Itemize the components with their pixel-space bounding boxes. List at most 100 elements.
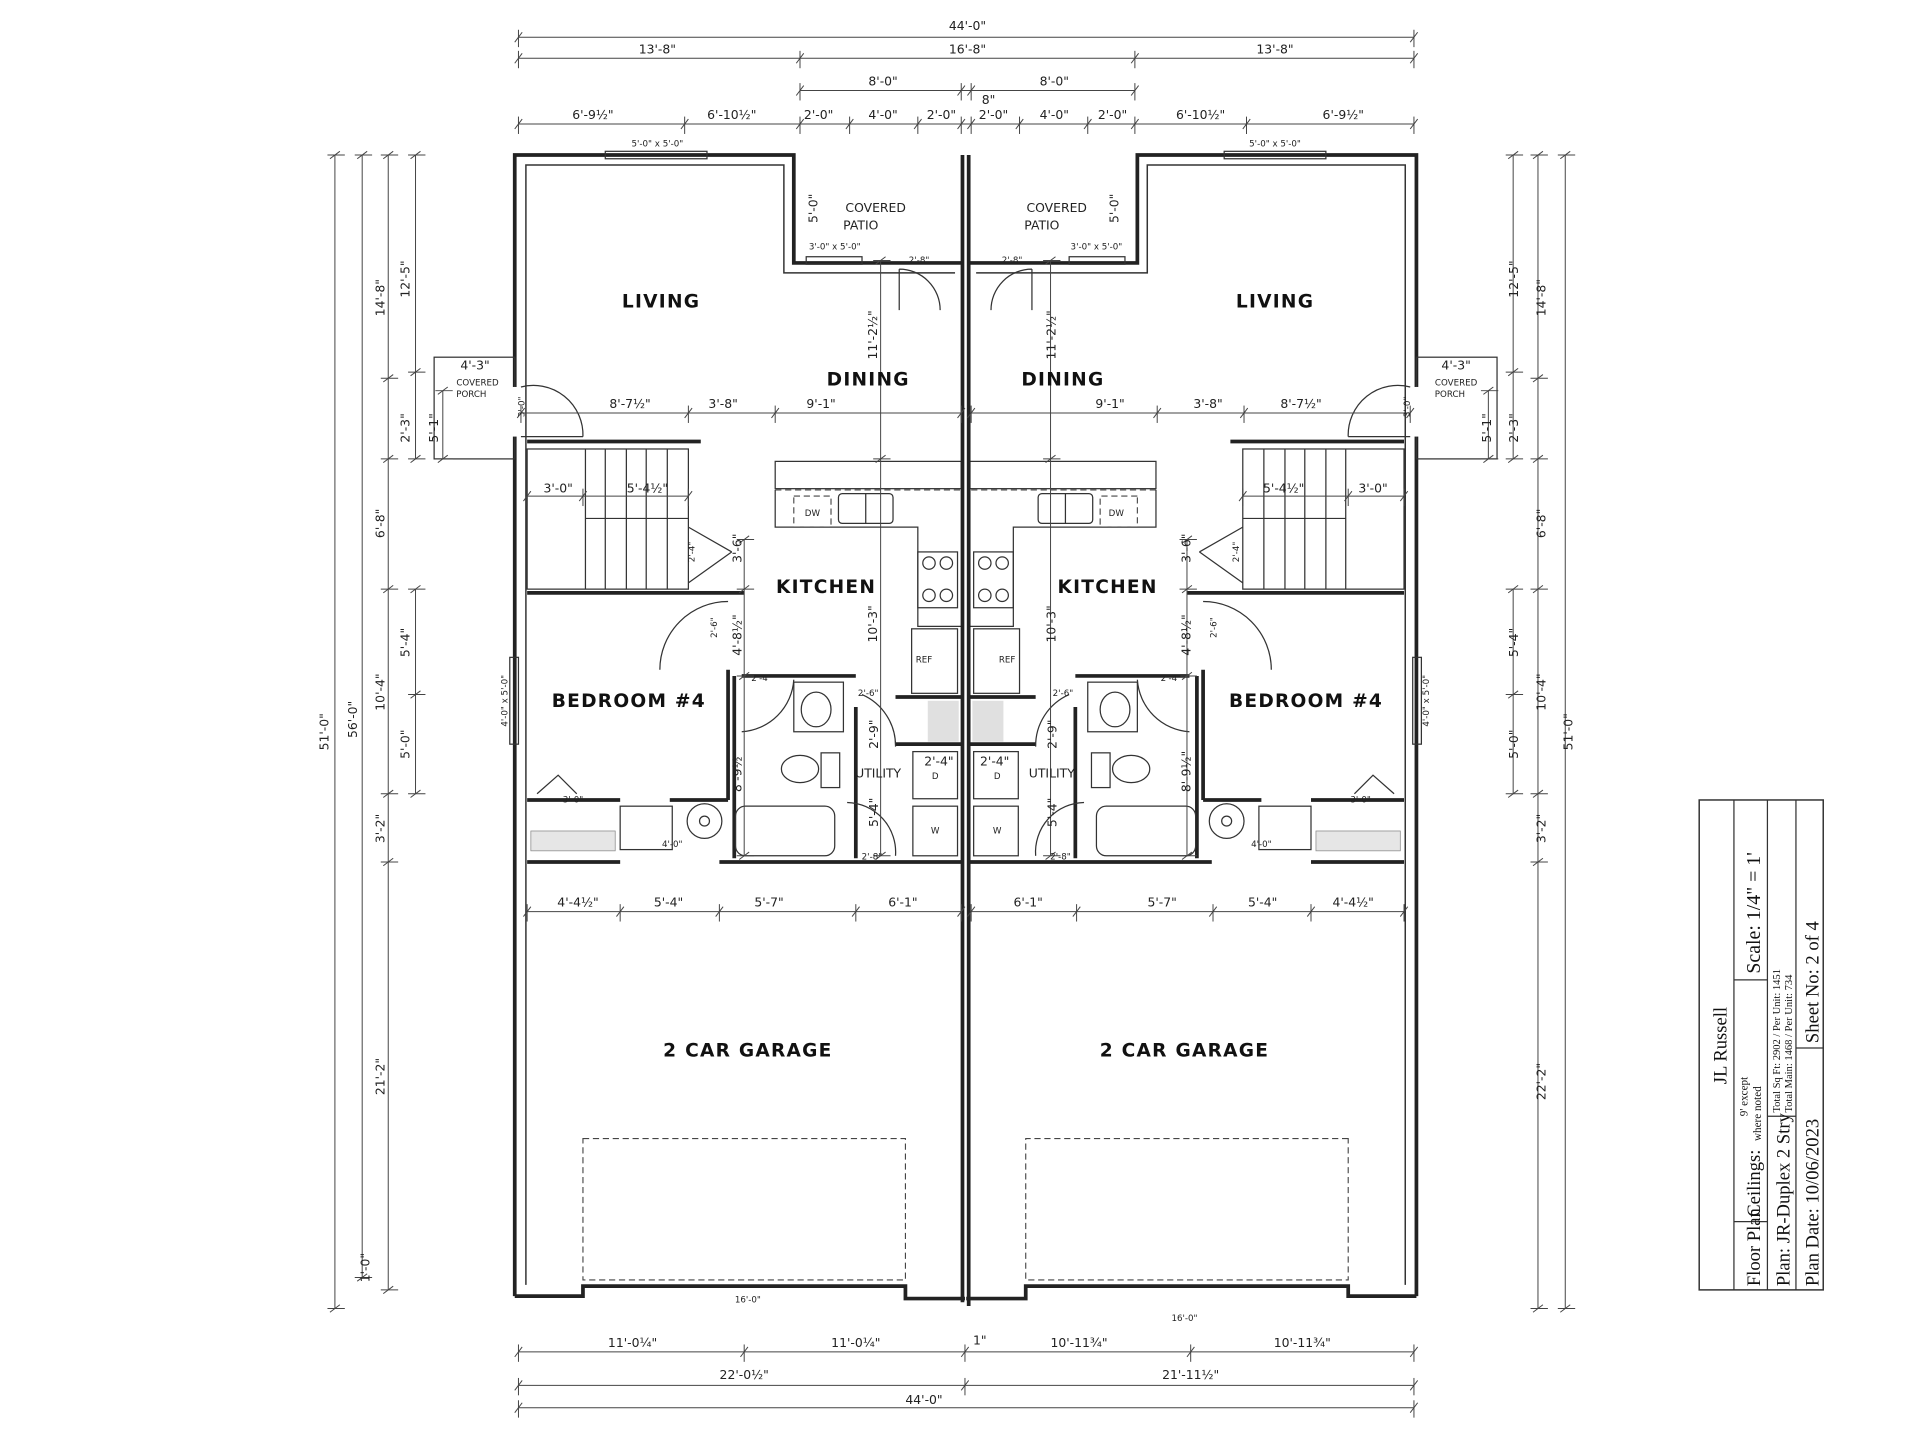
dim-bottom: 10'-11¾" (1051, 1335, 1108, 1350)
washer-right: W (993, 826, 1002, 836)
dim: 4'-3" (1441, 358, 1470, 373)
dim: 3'-0" (1350, 795, 1371, 805)
patio-label-right-1: COVERED (1026, 200, 1086, 215)
dim-porch: 4'-3" (460, 358, 489, 373)
dim-left: 6'-8" (373, 509, 388, 538)
dishwasher-left: DW (805, 509, 821, 519)
dim: 3'-0" (1403, 397, 1413, 418)
dim: 5'-0" (1107, 194, 1122, 223)
dim: 2'-6" (1053, 689, 1074, 699)
ceilings-label: Ceilings: (1744, 1150, 1765, 1217)
dim-right: 51'-0" (1561, 713, 1576, 750)
dim-top: 6'-10½" (1176, 107, 1225, 122)
dim-bottom: 10'-11¾" (1274, 1335, 1331, 1350)
porch-label-left-2: PORCH (456, 390, 486, 400)
dim-right: 3'-2" (1533, 814, 1548, 843)
dim-left: 51'-0" (317, 713, 332, 750)
room-bedroom-left: BEDROOM #4 (552, 691, 706, 712)
dim-top: 8'-0" (1040, 74, 1069, 89)
dim: 5'-4½" (627, 480, 668, 495)
dim-left: 5'-0" (397, 729, 412, 758)
dim: 2'-8" (862, 853, 883, 863)
dim-left: 1'-0" (358, 1253, 373, 1282)
designer-name: JL Russell (1710, 1007, 1731, 1084)
dim: 2'-4" (751, 674, 772, 684)
dim: 8'-9½" (1179, 751, 1194, 792)
dim: 3'-0" (1358, 480, 1387, 495)
interior-dims-right: 4'-3" 3'-0" 5'-0" 2'-8" 11'-2½" 10'-3" 8… (980, 194, 1471, 910)
window-bedroom-right: 4'-0" x 5'-0" (1422, 675, 1432, 727)
dim-garage-door-left: 16'-0" (735, 1295, 761, 1305)
dim: 2'-4" (688, 542, 698, 563)
dim: 8'-7½" (609, 396, 650, 411)
dim-top: 8'-0" (868, 74, 897, 89)
porch-label-left-1: COVERED (456, 379, 499, 389)
dim-right: 22'-2" (1533, 1063, 1548, 1100)
room-bedroom-right: BEDROOM #4 (1229, 691, 1383, 712)
dim-bottom: 22'-0½" (720, 1367, 769, 1382)
dim-right: 2'-3" (1506, 413, 1521, 442)
dim: 5'-7" (1147, 895, 1176, 910)
sheet-number: Sheet No: 2 of 4 (1802, 921, 1823, 1043)
dim-top: 6'-9½" (572, 107, 613, 122)
patio-label-left-2: PATIO (843, 217, 878, 232)
left-unit (432, 149, 967, 1301)
dim: 8'-9½" (730, 751, 745, 792)
dim: 2'-6" (1210, 617, 1220, 638)
dim: 4'-0" (662, 840, 683, 850)
sheet-type: Floor Plan (1744, 1207, 1765, 1286)
dim: 2'-9" (866, 720, 881, 749)
dim-left: 2'-3" (397, 413, 412, 442)
dim-right: 10'-4" (1533, 673, 1548, 710)
dim-top: 6'-10½" (707, 107, 756, 122)
window-patio-left: 3'-0" x 5'-0" (809, 242, 861, 252)
dim-left: 12'-5" (397, 260, 412, 297)
party-wall (960, 155, 971, 1307)
dim-porch-door: 3'-0" (518, 397, 528, 418)
dim-top: 2'-0" (927, 107, 956, 122)
dim: 5'-4½" (1263, 480, 1304, 495)
interior-dims-left: 4'-3" 3'-0" 5'-0" 2'-8" 11'-2½" 10'-3" 8… (460, 194, 953, 910)
dim-right: 12'-5" (1506, 260, 1521, 297)
dim: 6'-1" (888, 895, 917, 910)
dim: 5'-4" (654, 895, 683, 910)
window-living-left: 5'-0" x 5'-0" (632, 139, 684, 149)
scale: Scale: 1/4" = 1' (1743, 852, 1765, 973)
ref-left: REF (916, 655, 933, 665)
dim: 2'-8" (1050, 853, 1071, 863)
dim-bottom: 11'-0¼" (831, 1335, 880, 1350)
dim: 6'-1" (1014, 895, 1043, 910)
dim: 5'-7" (754, 895, 783, 910)
room-garage-right: 2 CAR GARAGE (1100, 1041, 1269, 1062)
window-patio-right: 3'-0" x 5'-0" (1071, 242, 1123, 252)
dim-top: 8" (982, 92, 996, 107)
dim: 4'-8½" (730, 614, 745, 655)
dim-left: 14'-8" (373, 279, 388, 316)
ref-right: REF (999, 655, 1016, 665)
room-dining-left: DINING (827, 370, 910, 391)
dim: 10'-3" (865, 605, 880, 642)
dim-right: 5'-4" (1506, 628, 1521, 657)
dim: 2'-9" (1045, 720, 1060, 749)
patio-label-left-1: COVERED (845, 200, 905, 215)
dim-left: 10'-4" (373, 673, 388, 710)
dim-top: 2'-0" (1098, 107, 1127, 122)
dim: 4'-4½" (1332, 895, 1373, 910)
dim-top: 4'-0" (1040, 107, 1069, 122)
dim: 3'-8" (1193, 396, 1222, 411)
dim-top: 16'-8" (949, 41, 986, 56)
dim: 2'-4" (924, 753, 953, 768)
ceilings-value-1: 9' except (1739, 1076, 1751, 1116)
dim-top: 2'-0" (979, 107, 1008, 122)
porch-label-right-1: COVERED (1435, 379, 1478, 389)
dim: 3'-8" (708, 396, 737, 411)
room-kitchen-left: KITCHEN (776, 577, 876, 598)
dim: 9'-1" (1095, 396, 1124, 411)
dim-top: 6'-9½" (1323, 107, 1364, 122)
dimension-lines (327, 29, 1576, 1418)
dim: 10'-3" (1044, 605, 1059, 642)
dim: 9'-1" (806, 396, 835, 411)
dim-right: 5'-0" (1506, 729, 1521, 758)
room-utility-left: UTILITY (855, 766, 901, 781)
